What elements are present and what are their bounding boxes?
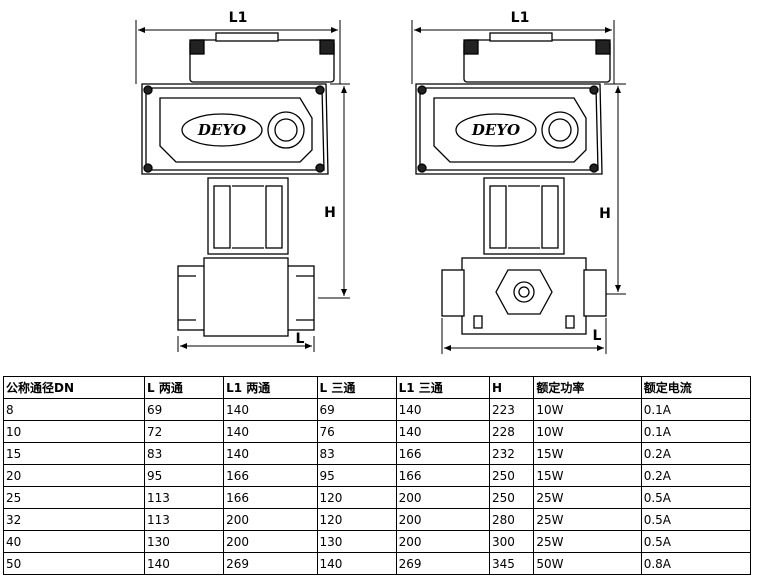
table-cell: 25W: [533, 508, 642, 531]
table-cell: 140: [223, 442, 318, 465]
table-cell: 76: [316, 420, 397, 443]
table-cell: 140: [395, 420, 491, 443]
table-cell: 120: [316, 508, 397, 531]
table-cell: 32: [3, 508, 145, 531]
table-cell: 8: [3, 398, 145, 421]
table-cell: 0.8A: [640, 552, 752, 575]
table-cell: 280: [488, 508, 535, 531]
table-cell: 140: [316, 552, 397, 575]
left-dim-l1: L1: [229, 10, 248, 26]
table-cell: 200: [223, 508, 318, 531]
table-cell: 200: [395, 508, 491, 531]
table-cell: 300: [488, 530, 535, 553]
table-cell: 50W: [533, 552, 642, 575]
table-cell: 15: [3, 442, 145, 465]
table-cell: 69: [143, 398, 225, 421]
col-header-dn: 公称通径DN: [3, 376, 145, 399]
table-cell: 140: [223, 398, 318, 421]
right-dim-l1: L1: [511, 10, 530, 26]
three-way-valve-view: [415, 32, 611, 335]
table-cell: 50: [3, 552, 145, 575]
table-cell: 83: [143, 442, 225, 465]
table-cell: 269: [395, 552, 491, 575]
right-dim-l: L: [593, 328, 602, 344]
table-cell: 232: [488, 442, 535, 465]
table-cell: 228: [488, 420, 535, 443]
table-cell: 0.5A: [640, 530, 752, 553]
table-cell: 140: [143, 552, 225, 575]
table-cell: 0.1A: [640, 420, 752, 443]
table-cell: 0.2A: [640, 464, 752, 487]
table-cell: 0.5A: [640, 508, 752, 531]
table-cell: 69: [316, 398, 397, 421]
table-cell: 200: [223, 530, 318, 553]
table-cell: 10W: [533, 420, 642, 443]
right-dimension-lines: [411, 20, 626, 354]
table-cell: 0.2A: [640, 442, 752, 465]
table-cell: 72: [143, 420, 225, 443]
col-header-h: H: [488, 376, 535, 399]
table-cell: 345: [488, 552, 535, 575]
table-cell: 113: [143, 508, 225, 531]
table-cell: 95: [316, 464, 397, 487]
table-cell: 95: [143, 464, 225, 487]
left-brand-logo: DEYO: [197, 121, 246, 139]
specification-table: 公称通径DN L 两通 L1 两通 L 三通 L1 三通 H 额定功率 额定电流…: [3, 376, 752, 575]
col-header-current: 额定电流: [640, 376, 752, 399]
col-header-power: 额定功率: [533, 376, 642, 399]
table-cell: 140: [223, 420, 318, 443]
table-cell: 25: [3, 486, 145, 509]
left-dimension-lines: [135, 20, 350, 352]
right-brand-logo: DEYO: [471, 121, 520, 139]
table-cell: 10W: [533, 398, 642, 421]
table-cell: 113: [143, 486, 225, 509]
table-cell: 15W: [533, 464, 642, 487]
table-cell: 223: [488, 398, 535, 421]
table-cell: 140: [395, 398, 491, 421]
table-cell: 0.1A: [640, 398, 752, 421]
col-header-l-two-way: L 两通: [143, 376, 225, 399]
col-header-l1-three-way: L1 三通: [395, 376, 491, 399]
table-cell: 15W: [533, 442, 642, 465]
table-cell: 25W: [533, 530, 642, 553]
table-cell: 25W: [533, 486, 642, 509]
table-cell: 130: [143, 530, 225, 553]
table-cell: 166: [395, 442, 491, 465]
col-header-l1-two-way: L1 两通: [223, 376, 318, 399]
table-cell: 200: [395, 530, 491, 553]
left-dim-l: L: [296, 331, 305, 347]
table-cell: 269: [223, 552, 318, 575]
table-cell: 10: [3, 420, 145, 443]
valve-dimension-drawing: DEYO L1 H L: [135, 10, 626, 354]
table-cell: 83: [316, 442, 397, 465]
left-dim-h: H: [324, 205, 336, 221]
table-cell: 200: [395, 486, 491, 509]
table-cell: 20: [3, 464, 145, 487]
table-cell: 250: [488, 464, 535, 487]
right-dim-h: H: [599, 206, 611, 222]
table-cell: 250: [488, 486, 535, 509]
col-header-l-three-way: L 三通: [316, 376, 397, 399]
table-cell: 40: [3, 530, 145, 553]
table-cell: 166: [223, 464, 318, 487]
table-header-row: 公称通径DN L 两通 L1 两通 L 三通 L1 三通 H 额定功率 额定电流: [3, 376, 752, 399]
table-cell: 166: [223, 486, 318, 509]
table-cell: 0.5A: [640, 486, 752, 509]
table-cell: 166: [395, 464, 491, 487]
table-cell: 120: [316, 486, 397, 509]
table-cell: 130: [316, 530, 397, 553]
two-way-valve-view: [141, 32, 335, 337]
